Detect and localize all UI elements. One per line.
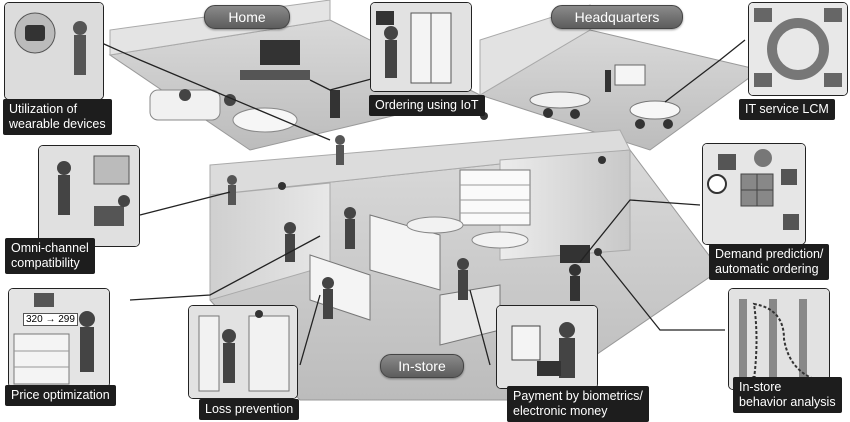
price-tag-icon [9, 289, 109, 387]
line-wearable [94, 39, 331, 141]
itlcm-thumbnail [749, 3, 847, 95]
callout-loss: Loss prevention [188, 305, 300, 420]
price-tag-text: 320 → 299 [23, 313, 78, 326]
callout-iot: Ordering using IoT [369, 2, 485, 116]
demand-thumbnail [703, 144, 805, 244]
label-demand: Demand prediction/automatic ordering [709, 244, 830, 280]
iot-thumbnail [371, 3, 471, 91]
line-demand [579, 199, 701, 263]
watch-icon [5, 3, 103, 99]
line-loss [299, 294, 321, 366]
price-thumbnail: 320 → 299 [9, 289, 109, 387]
fridge-icon [371, 3, 471, 91]
cycle-icon [749, 3, 847, 95]
label-price: Price optimization [5, 385, 116, 406]
payment-thumbnail [497, 306, 597, 388]
label-payment: Payment by biometrics/electronic money [507, 386, 649, 422]
wearable-thumbnail [5, 3, 103, 99]
floor-map-icon [729, 289, 829, 389]
security-camera-icon [189, 306, 297, 398]
behavior-thumbnail [729, 289, 829, 389]
payment-terminal-icon [497, 306, 597, 388]
line-behavior [599, 254, 725, 331]
callout-itlcm: IT service LCM [739, 2, 848, 120]
analytics-icon [703, 144, 805, 244]
zone-headquarters: Headquarters [551, 5, 683, 29]
loss-thumbnail [189, 306, 297, 398]
zone-home: Home [204, 5, 290, 29]
zone-instore: In-store [380, 354, 464, 378]
line-omni [139, 191, 231, 216]
label-loss: Loss prevention [199, 399, 300, 420]
line-itlcm [664, 39, 746, 103]
shopping-icon [39, 146, 139, 246]
line-payment [469, 289, 491, 366]
line-price [129, 235, 321, 301]
callout-demand: Demand prediction/automatic ordering [702, 143, 830, 280]
callout-price: 320 → 299 Price optimization [5, 288, 116, 406]
omni-thumbnail [39, 146, 139, 246]
callout-payment: Payment by biometrics/electronic money [496, 305, 649, 422]
headquarters-room [478, 4, 762, 151]
label-itlcm: IT service LCM [739, 99, 835, 120]
label-iot: Ordering using IoT [369, 95, 485, 116]
